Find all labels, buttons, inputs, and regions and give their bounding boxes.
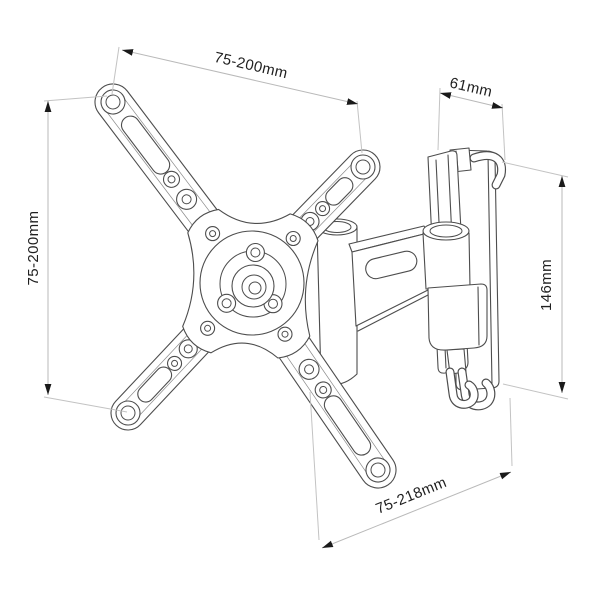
arm-knuckle	[427, 283, 488, 351]
dimension-line	[121, 49, 359, 105]
plate-hole	[277, 326, 293, 342]
plate-hole-inner	[209, 230, 217, 238]
arm-tip-hole-inner	[105, 94, 121, 110]
extension-line	[356, 100, 363, 154]
arm-bolt-hole	[181, 194, 192, 205]
dimension-wall-plate-width: 61mm	[437, 74, 506, 161]
lug-hole	[221, 298, 232, 309]
plate-hole-inner	[281, 330, 289, 338]
hub-lug	[217, 293, 237, 313]
dimension-label: 75-200mm	[213, 49, 290, 82]
arm-link-underside-line	[357, 294, 429, 332]
ball-ring	[241, 274, 267, 300]
arm-tip-hole	[350, 154, 376, 180]
arm-bolt-hole	[171, 359, 179, 367]
hub-lug	[245, 242, 265, 263]
extension-line	[43, 396, 128, 413]
extension-line	[502, 383, 569, 400]
arm-bolt-hole	[319, 205, 327, 213]
arm-tip-hole-inner	[120, 405, 136, 421]
arm-bolt-hole	[319, 385, 328, 394]
extension-line	[501, 161, 569, 178]
arm-pivot-rear	[316, 218, 358, 385]
ball-joint	[231, 264, 275, 308]
dimension-wall-plate-height: 146mm	[501, 161, 569, 400]
dimension-label: 146mm	[538, 259, 555, 311]
arm-link-slot	[365, 250, 418, 280]
extension-line	[309, 391, 320, 541]
articulating-arm-assembly	[316, 218, 488, 385]
lug-hole	[268, 298, 278, 309]
arm-bolt	[315, 201, 331, 217]
extension-line	[509, 397, 513, 467]
lug-hole	[250, 247, 261, 258]
arm-bolt	[314, 381, 332, 399]
wall-plate-bottom-hook-inner-face	[446, 368, 478, 408]
arm-slot	[325, 177, 354, 206]
plate-hole-inner	[204, 324, 212, 332]
dimension-line	[439, 92, 504, 109]
arm-tip-hole	[115, 400, 141, 426]
wall-plate-back-edge-line	[487, 153, 493, 386]
dimension-line	[321, 471, 512, 549]
arm-bolt	[176, 188, 198, 210]
arm-slot	[137, 366, 173, 403]
center-hub	[199, 230, 305, 336]
ball-housing	[231, 264, 275, 308]
lug-body	[245, 242, 265, 263]
plate-hole-inner	[289, 235, 297, 242]
ball-center	[248, 281, 262, 295]
plate-hole	[200, 320, 216, 336]
vesa-plate-holes	[200, 226, 301, 342]
arm-pivot-front	[422, 221, 471, 290]
dimension-vesa-height: 75-200mm	[25, 95, 128, 413]
plate-hole	[205, 226, 221, 242]
arm-slot	[323, 395, 372, 456]
arm-bolt	[166, 355, 183, 371]
arm-bolt	[162, 170, 181, 188]
arm-pivot-front-body	[422, 232, 471, 290]
lug-body	[217, 293, 237, 313]
arm-bolt	[298, 358, 320, 380]
arm-bolt-hole	[183, 344, 193, 354]
extension-line	[437, 87, 441, 151]
dimension-label: 75-200mm	[25, 211, 42, 286]
extension-line	[43, 95, 108, 102]
arm-link	[348, 225, 429, 332]
arm-tip-hole-inner	[355, 159, 371, 175]
plate-hole	[285, 230, 301, 247]
arm-pivot-front-cap-inner	[429, 224, 463, 238]
arm-knuckle-line	[477, 286, 480, 346]
extension-line	[501, 103, 506, 161]
extension-line	[111, 46, 120, 95]
arm-bolt-hole	[167, 175, 176, 184]
wall-plate-top-hook-face	[470, 152, 505, 189]
arm-bolt-hole	[304, 364, 315, 375]
